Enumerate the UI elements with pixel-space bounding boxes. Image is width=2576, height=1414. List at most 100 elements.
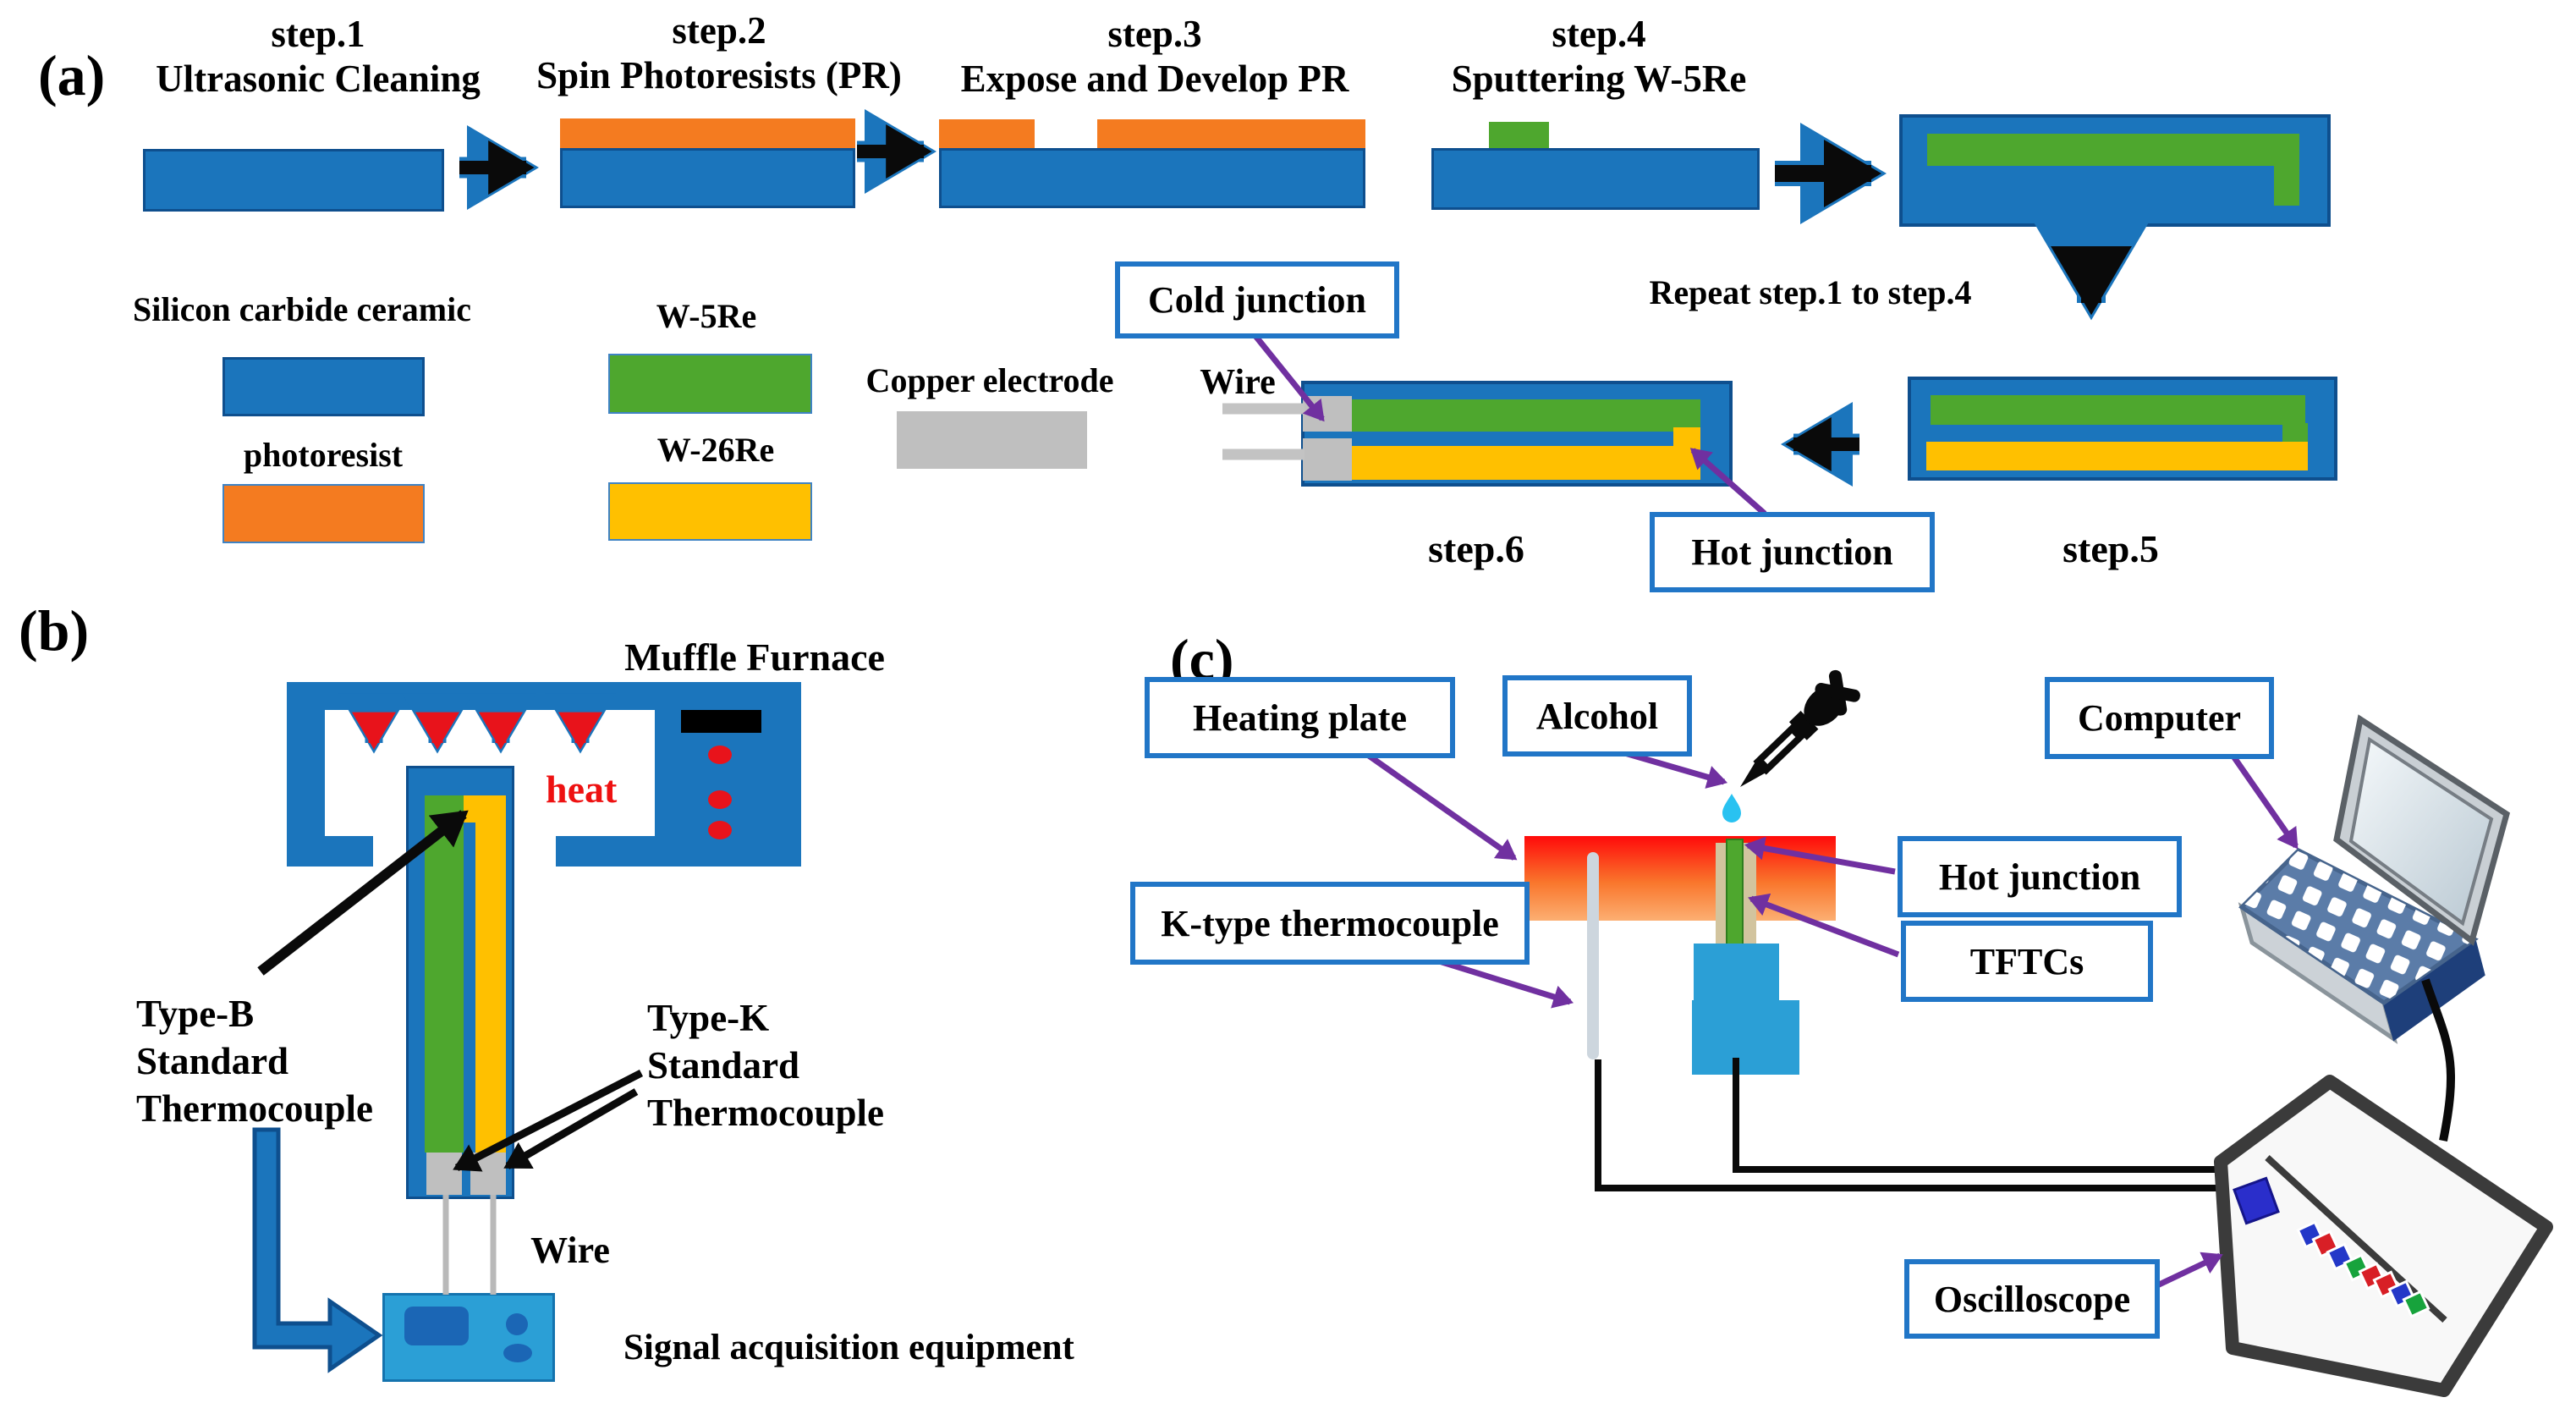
type-b-label: Type-B Standard Thermocouple [136,990,373,1132]
furnace-sample-divider [464,823,475,1153]
heat-label: heat [546,768,618,811]
step2-no: step.2 [672,9,766,52]
furnace-knob-1 [708,746,732,764]
oscilloscope-box: Oscilloscope [1904,1259,2160,1339]
heat-arrows [338,693,616,754]
furnace-knob-3 [708,821,732,839]
step3-photoresist-left [939,119,1035,149]
laptop-cable [2421,978,2455,1142]
wire-label-b: Wire [530,1230,610,1271]
step1-title: step.1 Ultrasonic Cleaning [156,12,481,102]
step2-title: step.2 Spin Photoresists (PR) [536,8,902,98]
furnace-cold-junction-right [470,1153,506,1195]
step2-photoresist-layer [560,118,855,149]
legend-copper-swatch [897,411,1087,469]
step3-name: Expose and Develop PR [960,58,1349,100]
legend-w26re-swatch [608,482,812,541]
legend-silicon-label: Silicon carbide ceramic [133,290,471,328]
heating-plate [1524,836,1836,921]
step2-name: Spin Photoresists (PR) [536,54,902,96]
k-type-thermocouple-rod [1587,852,1599,1059]
step3-no: step.3 [1107,13,1202,55]
tftc-sample-film [1726,839,1744,947]
step3-substrate [939,148,1365,208]
cold-junction-box: Cold junction [1115,261,1399,338]
step4-name: Sputtering W-5Re [1451,58,1747,100]
step6-w5re-film [1352,399,1700,432]
type-k-arrow-2 [503,1088,639,1169]
hot-junction-box-c: Hot junction [1898,836,2182,917]
muffle-furnace-title: Muffle Furnace [624,635,885,679]
k-type-thermocouple-box: K-type thermocouple [1130,882,1530,965]
legend-photoresist-label: photoresist [243,436,404,474]
k-type-wire [1595,1059,2223,1191]
panel-b-label: (b) [19,598,90,663]
furnace-knob-2 [708,790,732,809]
panel-a-label: (a) [38,43,106,107]
legend-silicon-swatch [222,357,425,416]
type-k-line1: Type-K [647,997,770,1039]
oscilloscope-buttons [2296,1220,2430,1318]
step5-w26re-film [1926,442,2308,470]
step4-result-w5re-leg [2274,162,2299,206]
step4-substrate [1431,148,1760,210]
step4-result-w5re-track [1927,134,2299,166]
legend-w26re-label: W-26Re [656,431,775,469]
legend-w5re-swatch [608,354,812,414]
step6-label: step.6 [1428,527,1524,570]
computer-box: Computer [2045,677,2274,759]
type-k-line2: Standard [647,1044,800,1087]
step1-no: step.1 [271,13,365,55]
oscilloscope-icon [2214,1075,2553,1397]
heating-plate-box: Heating plate [1145,677,1455,758]
furnace-sample-w5re [425,795,464,1153]
step6-copper-electrode-bottom [1303,438,1352,481]
tftcs-box: TFTCs [1901,921,2153,1002]
legend-photoresist-swatch [222,484,425,543]
computer-arrow [2227,749,2299,850]
sample-clamp-top [1694,944,1779,1000]
step2-substrate [560,148,855,208]
step6-copper-electrode-top [1303,396,1352,432]
furnace-bottom-right-wall [556,836,656,867]
signal-box-knob [506,1313,528,1335]
step5-hot-junction-overlap [2282,423,2308,443]
legend-copper-label: Copper electrode [865,361,1114,399]
step4-w5re-block [1489,122,1549,149]
step5-w5re-film [1931,395,2305,425]
step1-name: Ultrasonic Cleaning [156,58,481,100]
type-b-line1: Type-B [136,993,255,1035]
type-b-line3: Thermocouple [136,1087,373,1130]
oscilloscope-arrow [2154,1252,2223,1290]
dropper-icon [1740,669,1860,787]
step4-result-substrate [1899,114,2331,227]
sample-clamp-base [1692,1000,1799,1075]
step1-substrate [143,149,444,212]
furnace-display [681,710,761,733]
tftc-wire [1733,1058,2222,1173]
hot-junction-box-a: Hot junction [1650,512,1935,592]
signal-equipment-label: Signal acquisition equipment [623,1328,1074,1367]
type-b-line2: Standard [136,1040,289,1082]
step3-photoresist-right [1097,119,1365,149]
heating-plate-arrow [1358,747,1518,861]
droplet-icon [1722,794,1741,823]
legend-w5re-label: W-5Re [656,297,757,335]
furnace-cold-junction-left [426,1153,462,1195]
step4-title: step.4 Sputtering W-5Re [1452,12,1747,102]
repeat-note: Repeat step.1 to step.4 [1649,273,1972,311]
step6-w26re-film [1352,446,1700,480]
signal-box-screen [404,1307,469,1345]
step6-hot-junction-overlap [1673,427,1700,453]
step3-title: step.3 Expose and Develop PR [961,12,1349,102]
type-k-label: Type-K Standard Thermocouple [647,994,884,1136]
signal-flow-arrow [252,1127,383,1373]
alcohol-box: Alcohol [1502,675,1692,757]
step5-label: step.5 [2062,527,2159,570]
step4-no: step.4 [1552,13,1646,55]
furnace-bottom-left-wall [287,836,373,867]
type-k-line3: Thermocouple [647,1092,884,1134]
laptop-icon [2238,714,2511,1044]
step6-wire-label: Wire [1200,363,1276,402]
